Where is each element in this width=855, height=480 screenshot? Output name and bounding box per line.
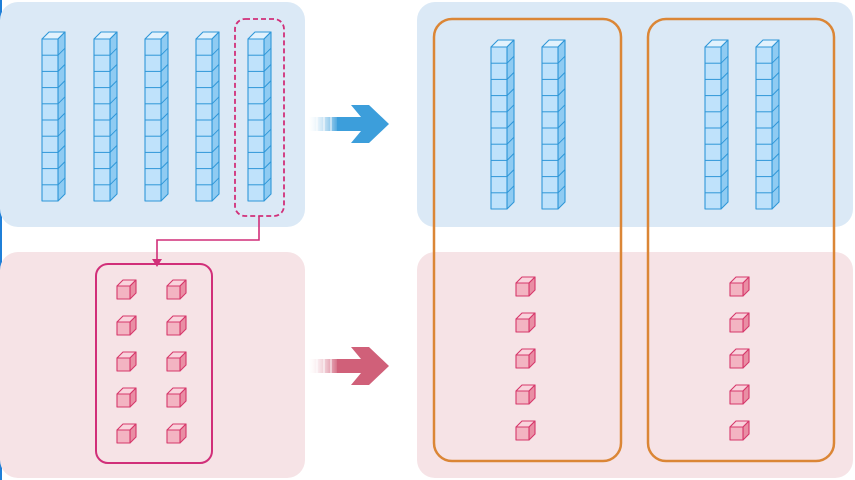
unit-cube-block-icon [515, 420, 536, 441]
unit-cube-block-icon [116, 423, 137, 444]
ten-rod-block-icon [41, 31, 66, 202]
ten-rod-block-icon [541, 39, 566, 210]
ten-rods-before [41, 31, 272, 202]
ten-rod-block-icon [704, 39, 729, 210]
unit-cube-block-icon [166, 423, 187, 444]
right-arrow-icon [309, 347, 389, 385]
tens-panel-after [417, 2, 853, 227]
ten-rod-block-icon [93, 31, 118, 202]
unit-cube-block-icon [729, 312, 750, 333]
unit-cube-block-icon [729, 348, 750, 369]
ones-panel-before [0, 252, 305, 478]
group-outline [646, 17, 836, 463]
unit-cube-block-icon [166, 351, 187, 372]
unit-cube-block-icon [116, 387, 137, 408]
ten-rod-block-icon [144, 31, 169, 202]
unit-cube-block-icon [166, 387, 187, 408]
right-arrow-icon [309, 105, 389, 143]
unit-cubes-before [116, 279, 187, 444]
left-edge-line [0, 0, 2, 480]
unit-cube-block-icon [116, 315, 137, 336]
ten-rod-block-icon [490, 39, 515, 210]
unit-cubes-after [515, 276, 750, 441]
ten-rods-after [490, 39, 780, 210]
unit-cube-block-icon [729, 276, 750, 297]
ones-panel-after [417, 252, 853, 478]
unit-cube-block-icon [515, 348, 536, 369]
arrow-head [337, 105, 389, 143]
arrow-head [337, 347, 389, 385]
ten-units-outline [95, 263, 213, 464]
unit-cube-block-icon [166, 315, 187, 336]
unit-cube-block-icon [116, 279, 137, 300]
unit-cube-block-icon [166, 279, 187, 300]
unit-cube-block-icon [515, 384, 536, 405]
unit-cube-block-icon [515, 312, 536, 333]
ten-rod-block-icon [755, 39, 780, 210]
regroup-connector-arrow [156, 216, 260, 262]
ten-rod-block-icon [247, 31, 272, 202]
unit-cube-block-icon [515, 276, 536, 297]
ten-rod-block-icon [195, 31, 220, 202]
unit-cube-block-icon [729, 384, 750, 405]
group-outline [432, 17, 623, 463]
unit-cube-block-icon [729, 420, 750, 441]
unit-cube-block-icon [116, 351, 137, 372]
equal-groups [432, 17, 836, 463]
